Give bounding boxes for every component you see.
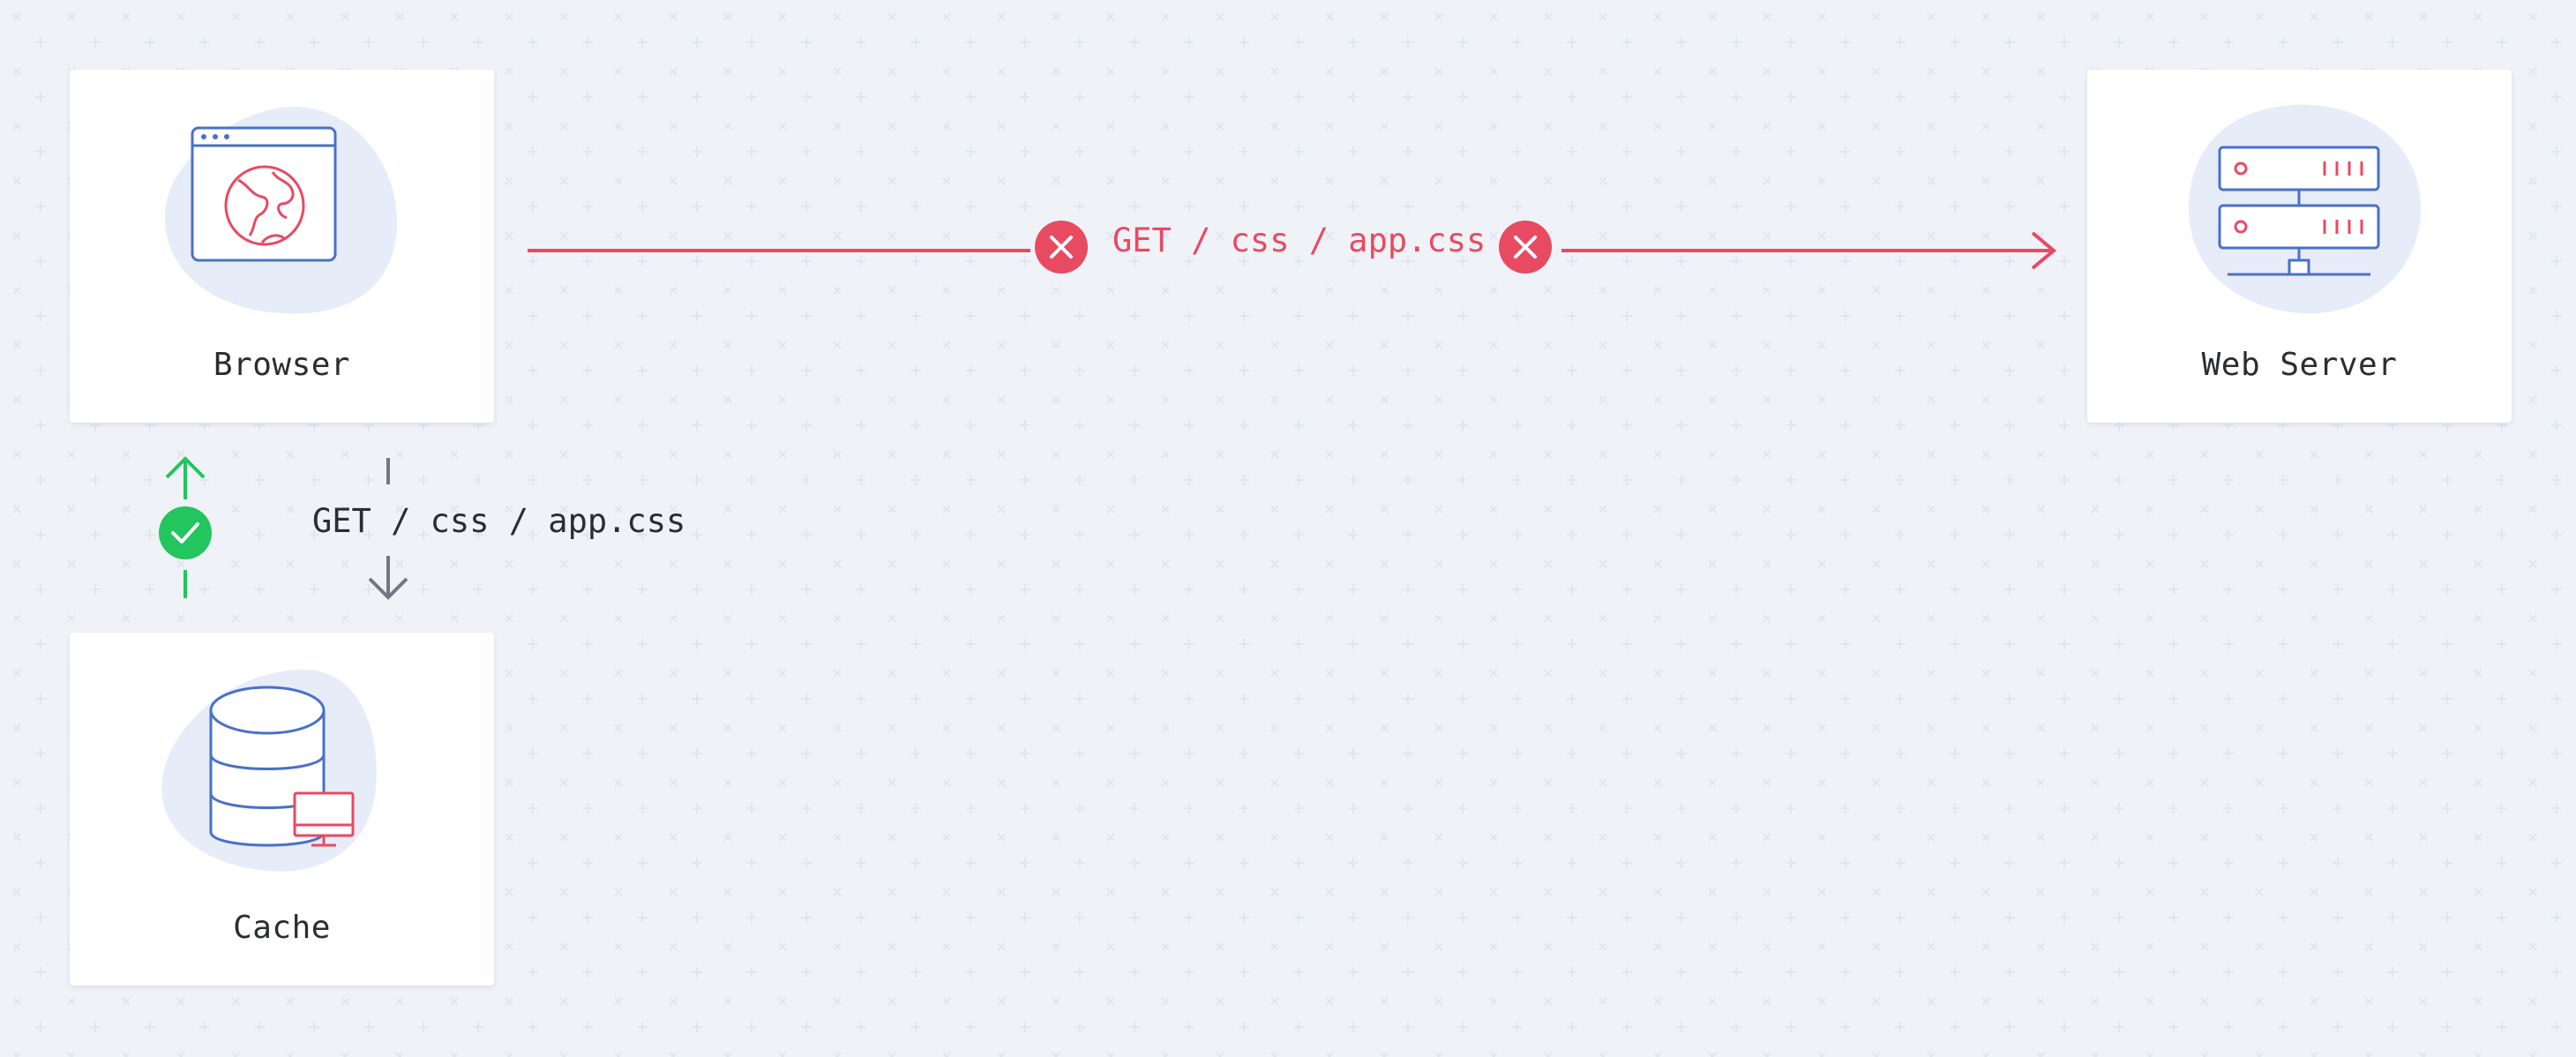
cache-label: Cache: [233, 910, 331, 946]
browser-server-edge: [528, 231, 2057, 270]
check-circle-icon: [159, 506, 212, 559]
cache-node[interactable]: Cache: [70, 633, 494, 986]
browser-node[interactable]: Browser: [70, 70, 494, 423]
browser-label: Browser: [213, 347, 351, 383]
web-server-node[interactable]: Web Server: [2087, 70, 2512, 423]
browser-globe-icon: [164, 106, 398, 314]
server-rack-icon: [2188, 104, 2422, 314]
browser-server-edge-label: GET / css / app.css: [1112, 221, 1486, 259]
cache-browser-response-edge: [165, 456, 206, 598]
browser-cache-edge-label: GET / css / app.css: [312, 502, 686, 540]
web-server-label: Web Server: [2201, 347, 2398, 383]
browser-cache-request-edge: [368, 458, 408, 600]
x-circle-icon: [1035, 221, 1088, 274]
x-circle-icon: [1499, 221, 1552, 274]
database-monitor-icon: [161, 669, 377, 872]
